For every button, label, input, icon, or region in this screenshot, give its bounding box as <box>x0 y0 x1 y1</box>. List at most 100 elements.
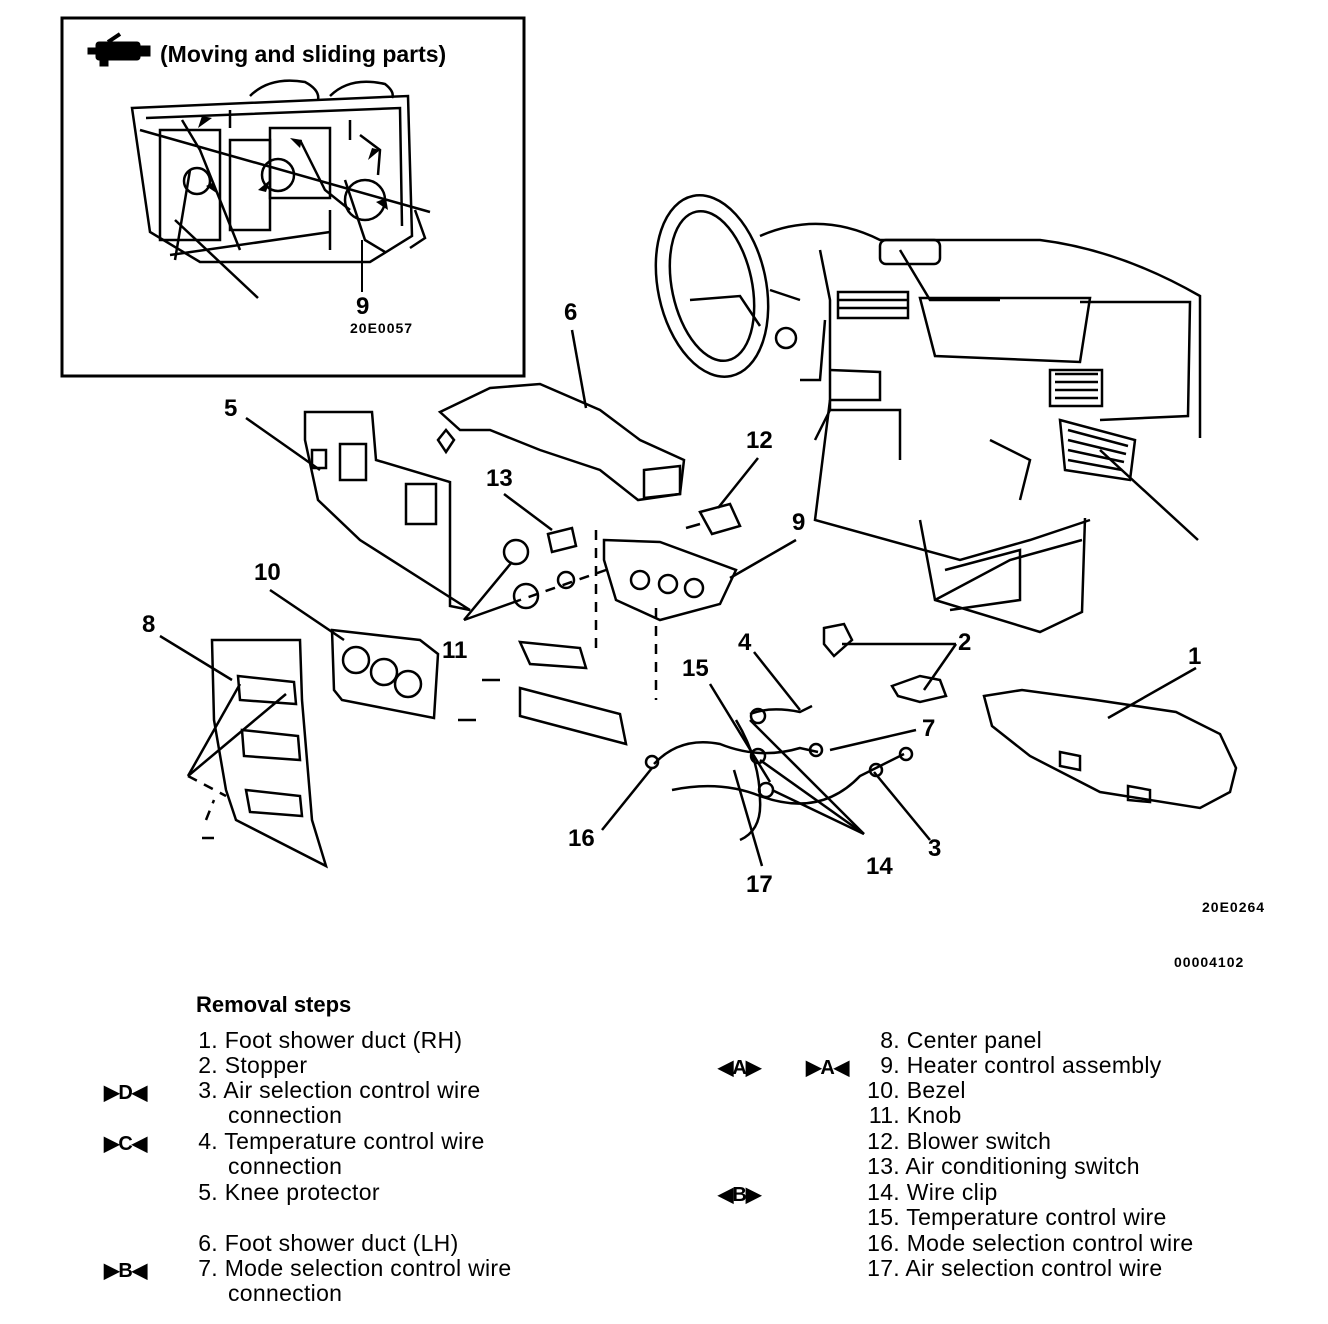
step-text: Foot shower duct (LH) <box>224 1230 459 1256</box>
symbol-a-install: ◀A▶ <box>718 1057 761 1079</box>
step-number: 2. <box>198 1052 218 1078</box>
inset-code: 20E0057 <box>350 320 413 336</box>
grease-gun-icon <box>87 32 151 67</box>
symbol-b-install: ◀B▶ <box>718 1184 761 1206</box>
step-text: Mode selection control wire <box>224 1255 512 1281</box>
step-13: 13. Air conditioning switch <box>860 1154 1140 1179</box>
symbol-b: ▶B◀ <box>104 1260 147 1282</box>
step-12: 12. Blower switch <box>860 1129 1051 1154</box>
lubrication-arrows <box>198 116 388 210</box>
step-number: 10. <box>867 1077 900 1103</box>
step-text: Wire clip <box>906 1179 998 1205</box>
leader-lines <box>159 329 1197 867</box>
ac-switch <box>546 526 578 554</box>
inset-title: (Moving and sliding parts) <box>160 41 446 67</box>
step-8: 8. Center panel <box>860 1028 1042 1053</box>
callout-9: 9 <box>792 509 805 536</box>
step-number: 4. <box>198 1128 218 1154</box>
blower-switch <box>698 502 742 536</box>
step-7-continued: connection <box>228 1280 343 1306</box>
step-9: 9. Heater control assembly <box>860 1053 1162 1078</box>
step-text: Stopper <box>224 1052 308 1078</box>
callout-11: 11 <box>442 637 467 664</box>
step-17: 17. Air selection control wire <box>860 1256 1162 1281</box>
removal-steps-heading: Removal steps <box>196 992 352 1017</box>
step-15: 15. Temperature control wire <box>860 1205 1167 1230</box>
step-number: 6. <box>198 1230 218 1256</box>
step-number: 11. <box>868 1102 900 1128</box>
symbol-a-remove: ▶A◀ <box>806 1057 849 1079</box>
diagram-code: 20E0264 <box>1202 899 1265 915</box>
step-1: 1. Foot shower duct (RH) <box>196 1028 462 1053</box>
inset-callout: 9 <box>356 293 369 320</box>
callout-4: 4 <box>738 629 752 656</box>
step-text: Air conditioning switch <box>905 1153 1140 1179</box>
step-text: Temperature control wire <box>906 1204 1167 1230</box>
step-11: 11. Knob <box>860 1103 962 1128</box>
step-7: 7. Mode selection control wire <box>196 1256 512 1281</box>
callout-3: 3 <box>928 835 941 862</box>
symbol-d: ▶D◀ <box>104 1082 147 1104</box>
callout-6: 6 <box>564 299 577 326</box>
step-5: 5. Knee protector <box>196 1180 380 1205</box>
callout-14: 14 <box>866 853 893 880</box>
step-number: 16. <box>867 1230 900 1256</box>
step-text: Knob <box>906 1102 962 1128</box>
bezel <box>330 628 440 720</box>
callout-12: 12 <box>746 427 773 454</box>
step-3: 3. Air selection control wire <box>196 1078 480 1103</box>
step-number: 14. <box>867 1179 900 1205</box>
step-number: 15. <box>867 1204 900 1230</box>
step-2: 2. Stopper <box>196 1053 307 1078</box>
step-number: 7. <box>198 1255 218 1281</box>
heater-mechanism-drawing <box>130 79 431 299</box>
step-16: 16. Mode selection control wire <box>860 1231 1194 1256</box>
step-number: 13. <box>867 1153 900 1179</box>
step-3-continued: connection <box>228 1102 343 1128</box>
step-text: Temperature control wire <box>224 1128 485 1154</box>
step-number: 8. <box>880 1027 900 1053</box>
step-text: Center panel <box>906 1027 1043 1053</box>
step-text: Heater control assembly <box>906 1052 1162 1078</box>
dashboard-drawing <box>654 194 1202 634</box>
step-text: Bezel <box>906 1077 966 1103</box>
knee-protector <box>303 410 471 612</box>
inset-panel: (Moving and sliding parts) <box>60 16 526 378</box>
callout-16: 16 <box>568 825 595 852</box>
stopper-b <box>890 674 948 704</box>
callout-13: 13 <box>486 465 513 492</box>
callout-2: 2 <box>958 629 971 656</box>
step-number: 17. <box>867 1255 900 1281</box>
center-panel <box>210 638 329 869</box>
step-number: 5. <box>198 1179 218 1205</box>
step-number: 3. <box>198 1077 218 1103</box>
step-6: 6. Foot shower duct (LH) <box>196 1231 459 1256</box>
control-wires <box>653 740 819 765</box>
stopper-a <box>822 622 854 658</box>
foot-shower-duct-rh <box>982 688 1238 810</box>
heater-control-assembly <box>602 538 738 622</box>
callout-1: 1 <box>1188 643 1201 670</box>
step-4-continued: connection <box>228 1153 343 1179</box>
step-number: 1. <box>198 1027 218 1053</box>
callout-10: 10 <box>254 559 281 586</box>
step-text: Foot shower duct (RH) <box>224 1027 463 1053</box>
step-text: Mode selection control wire <box>906 1230 1194 1256</box>
callout-7: 7 <box>922 715 935 742</box>
step-text: Blower switch <box>906 1128 1052 1154</box>
step-text: Air selection control wire <box>905 1255 1163 1281</box>
symbol-c: ▶C◀ <box>104 1133 147 1155</box>
callout-5: 5 <box>224 395 237 422</box>
parts-drawing <box>187 382 1238 869</box>
step-number: 9. <box>880 1052 900 1078</box>
exploded-parts-diagram: (Moving and sliding parts) <box>60 16 1265 915</box>
callout-8: 8 <box>142 611 155 638</box>
step-text: Air selection control wire <box>223 1077 481 1103</box>
callout-17: 17 <box>746 871 773 898</box>
foot-shower-duct-lh <box>437 382 686 502</box>
step-10: 10. Bezel <box>860 1078 966 1103</box>
callout-15: 15 <box>682 655 709 682</box>
step-number: 12. <box>867 1128 900 1154</box>
callout-labels: 1 2 3 4 5 6 7 8 9 10 11 12 13 14 15 16 1… <box>142 299 1201 898</box>
step-4: 4. Temperature control wire <box>196 1129 485 1154</box>
